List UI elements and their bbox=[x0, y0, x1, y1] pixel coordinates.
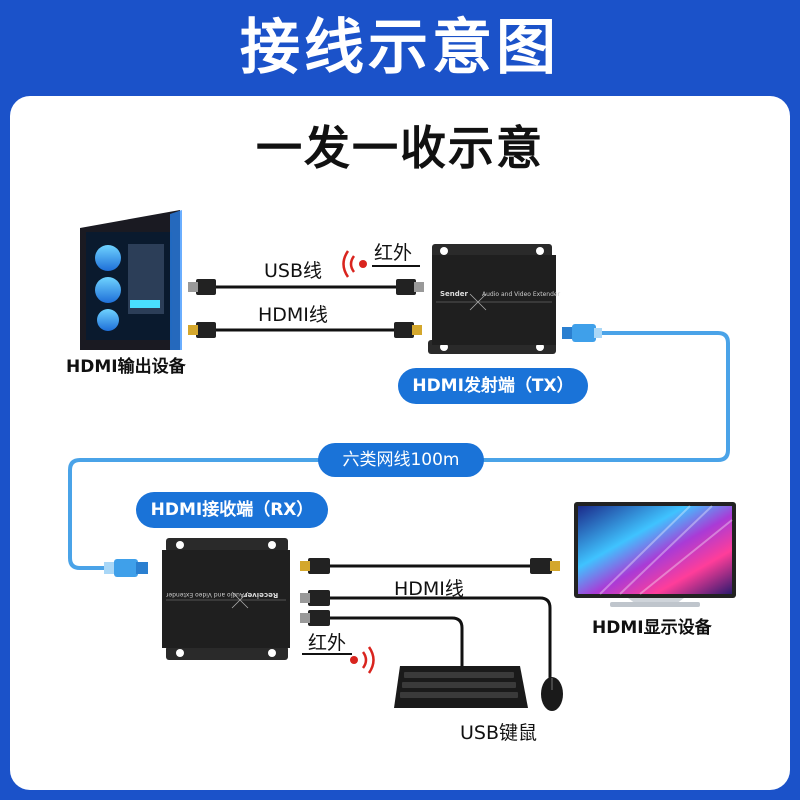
receiver-face-brand: Receiver bbox=[244, 591, 279, 599]
keyboard-icon bbox=[394, 666, 528, 708]
usb-devices-label: USB键鼠 bbox=[460, 722, 538, 744]
source-device-label: HDMI输出设备 bbox=[66, 357, 186, 377]
rj45-plug-icon bbox=[562, 324, 602, 342]
pc-tower-icon bbox=[80, 210, 182, 350]
display-device-label: HDMI显示设备 bbox=[592, 618, 712, 638]
hdmi-cable-label-rx: HDMI线 bbox=[394, 578, 464, 600]
ir-signal-icon bbox=[302, 646, 375, 674]
hdmi-plug-icon bbox=[530, 558, 560, 574]
section-title: 一发一收示意 bbox=[256, 121, 544, 175]
mouse-icon bbox=[541, 677, 563, 711]
monitor-icon bbox=[574, 502, 736, 607]
usb-plug-icon bbox=[396, 279, 424, 295]
sender-face-desc: Audio and Video Extender bbox=[482, 291, 561, 298]
usb-cable-keyboard bbox=[330, 616, 464, 666]
ir-label-rx: 红外 bbox=[308, 632, 347, 654]
header-band bbox=[0, 0, 800, 96]
hdmi-plug-icon bbox=[300, 558, 330, 574]
network-cable-label: 六类网线100m bbox=[318, 443, 484, 477]
sender-face-brand: Sender bbox=[440, 290, 468, 298]
receiver-device bbox=[162, 538, 290, 660]
hdmi-plug-icon bbox=[188, 322, 216, 338]
usb-cable-label: USB线 bbox=[264, 260, 323, 282]
hdmi-cable-label-tx: HDMI线 bbox=[258, 304, 328, 326]
receiver-face-desc: Audio and Video Extender bbox=[166, 591, 245, 598]
sender-device bbox=[428, 244, 556, 354]
usb-cable-mouse bbox=[330, 596, 552, 682]
usb-plug-icon bbox=[300, 590, 330, 606]
usb-plug-icon bbox=[300, 610, 330, 626]
hdmi-plug-icon bbox=[394, 322, 422, 338]
page-title: 接线示意图 bbox=[240, 13, 560, 83]
ir-label-tx: 红外 bbox=[374, 242, 413, 264]
rj45-plug-icon bbox=[104, 559, 148, 577]
ir-signal-icon bbox=[342, 250, 420, 278]
sender-badge: HDMI发射端（TX） bbox=[398, 368, 588, 404]
receiver-badge: HDMI接收端（RX） bbox=[136, 492, 328, 528]
usb-plug-icon bbox=[188, 279, 216, 295]
